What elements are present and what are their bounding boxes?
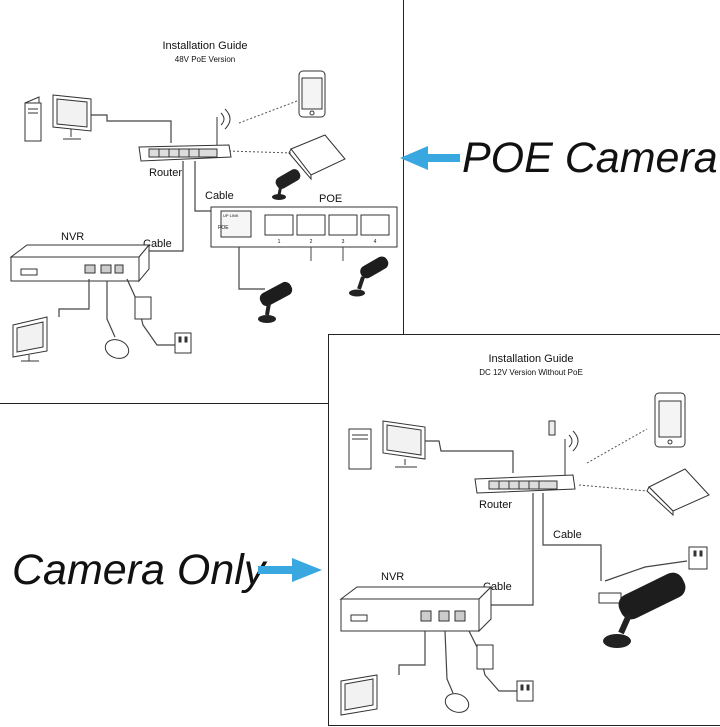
top-router-label: Router [149, 167, 182, 179]
bottom-nvr-label: NVR [381, 571, 404, 583]
power-adapter-icon [476, 644, 494, 670]
camera-icon-2 [258, 281, 293, 323]
camera-icon-3 [349, 256, 389, 297]
switch-uplink-label: UP LINK [223, 213, 239, 218]
bottom-subtitle: DC 12V Version Without PoE [479, 368, 583, 377]
mouse-icon [104, 339, 130, 359]
nvr-monitor-icon [340, 674, 378, 716]
top-nvr-label: NVR [61, 231, 84, 243]
top-title: Installation Guide [163, 40, 248, 52]
smartphone-icon [654, 392, 686, 448]
router-icon [474, 420, 579, 494]
pc-monitor-icon [52, 94, 92, 140]
nvr-power-cable [468, 630, 517, 692]
nvr-monitor-cable [398, 631, 426, 675]
poe-switch-icon [210, 206, 398, 248]
wall-outlet-icon [688, 546, 708, 570]
camera-power-cable [604, 560, 688, 582]
pc-tower-icon [348, 428, 372, 470]
poe-camera-callout: POE Camera [462, 134, 718, 182]
nvr-power-cable [126, 278, 175, 346]
bottom-diagram: Installation Guide DC 12V Version Withou… [339, 353, 710, 716]
router-camera-cable [542, 493, 602, 581]
top-diagram: Installation Guide 48V PoE Version Route… [9, 40, 398, 362]
bottom-cable1-label: Cable [553, 529, 582, 541]
bottom-title: Installation Guide [489, 353, 574, 365]
laptop-icon [646, 468, 710, 517]
wifi-link-phone [238, 100, 298, 124]
nvr-icon [9, 243, 151, 283]
bottom-router-label: Router [479, 499, 512, 511]
wall-outlet-icon-2 [516, 680, 534, 702]
wall-outlet-icon [174, 332, 192, 354]
switch-port-4: 4 [374, 239, 377, 245]
pc-monitor-icon [382, 420, 426, 468]
top-poe-label: POE [319, 193, 342, 205]
router-switch-cable [194, 161, 247, 212]
laptop-icon [288, 134, 346, 181]
pc-router-cable [91, 114, 172, 143]
pc-router-cable [425, 440, 514, 473]
top-installation-panel: Installation Guide 48V PoE Version Route… [0, 0, 404, 404]
switch-camera-cable-1 [238, 247, 265, 290]
wifi-link-laptop [578, 484, 648, 492]
camera-icon [598, 572, 686, 648]
switch-port-1: 1 [278, 239, 281, 245]
poe-camera-arrow-icon [400, 146, 460, 170]
switch-port-3: 3 [342, 239, 345, 245]
nvr-mouse-cable [444, 630, 454, 694]
top-cable1-label: Cable [205, 190, 234, 202]
router-icon [138, 108, 232, 162]
nvr-monitor-cable [58, 279, 90, 317]
switch-port-2: 2 [310, 239, 313, 245]
pc-tower-icon [24, 96, 42, 142]
bottom-installation-panel: Installation Guide DC 12V Version Withou… [328, 334, 720, 726]
nvr-mouse-cable [106, 281, 116, 338]
nvr-monitor-icon [12, 316, 48, 362]
wifi-link-laptop [228, 150, 292, 154]
wifi-link-phone [586, 428, 648, 464]
power-adapter-icon [134, 296, 152, 320]
top-cable2-label: Cable [143, 238, 172, 250]
camera-only-callout: Camera Only [12, 546, 266, 594]
smartphone-icon [298, 70, 326, 118]
switch-poe-label: POE [218, 225, 229, 231]
top-subtitle: 48V PoE Version [175, 55, 235, 64]
nvr-icon [339, 585, 493, 633]
mouse-icon [444, 693, 470, 713]
camera-only-arrow-icon [258, 558, 322, 582]
camera-icon-1 [272, 169, 301, 200]
